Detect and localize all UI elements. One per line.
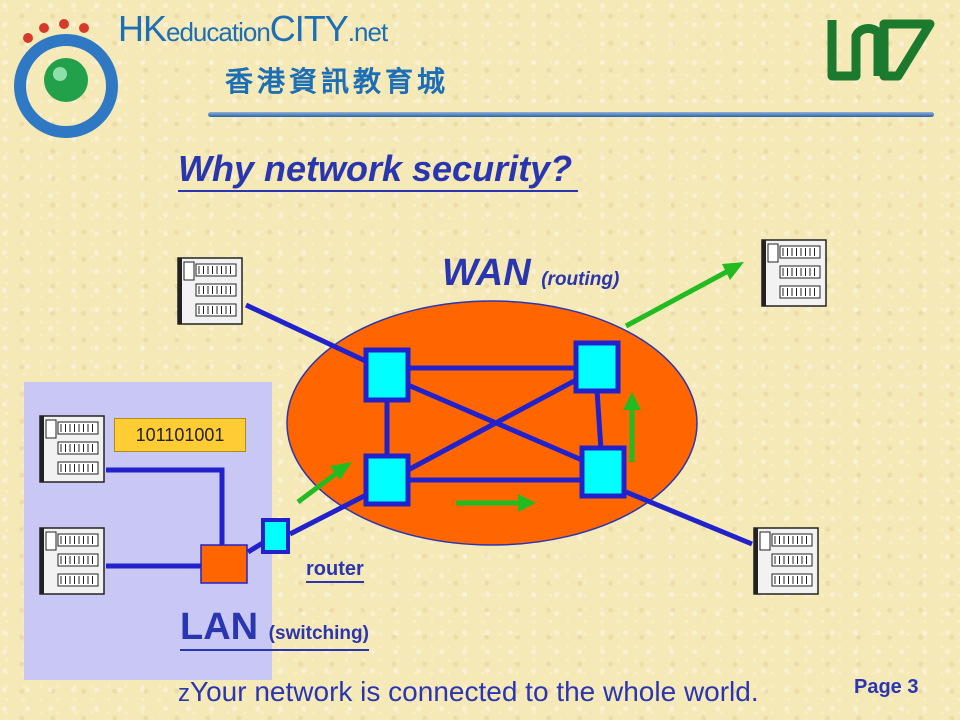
server-icon-wan-topright	[761, 239, 827, 307]
lan-label: LAN (switching)	[180, 606, 369, 651]
wan-label: WAN (routing)	[442, 252, 620, 294]
data-packet-label: 101101001	[114, 418, 246, 452]
bullet-text: Your network is connected to the whole w…	[190, 676, 759, 707]
server-icon-lan-bottom	[39, 527, 105, 595]
brand-name-chinese: 香港資訊教育城	[225, 66, 450, 97]
link-server-bottomright	[625, 489, 753, 547]
hkedcity-logo-icon	[14, 19, 118, 138]
traffic-arrow-to-wan	[296, 462, 352, 504]
server-icon-wan-topleft	[177, 257, 243, 325]
wan-router-node-3	[363, 453, 411, 507]
lan-switch	[200, 544, 248, 584]
edge-router-node	[261, 518, 290, 554]
wan-link-4	[594, 389, 604, 451]
wan-link-6	[406, 377, 578, 473]
slide-title: Why network security?	[178, 148, 579, 192]
bullet-point: zYour network is connected to the whole …	[178, 676, 759, 708]
wan-router-node-2	[573, 340, 621, 394]
link-server-topleft	[244, 302, 374, 367]
link-router-to-wan	[288, 489, 374, 537]
header-divider	[208, 112, 934, 117]
open-book-icon	[827, 19, 935, 81]
server-icon-wan-bottomright	[753, 527, 819, 595]
traffic-arrow-upward	[623, 392, 641, 462]
traffic-arrow-to-internet	[624, 262, 744, 329]
wan-router-node-1	[363, 347, 411, 403]
router-label: router	[306, 558, 364, 583]
server-icon-lan-top	[39, 415, 105, 483]
page-number: Page 3	[854, 676, 919, 698]
bullet-mark: z	[178, 680, 190, 707]
lan-link-top	[106, 467, 225, 548]
traffic-arrow-inside-wan	[456, 494, 536, 512]
brand-name: HKeducationCITY.net	[118, 8, 388, 49]
wan-router-node-4	[579, 445, 627, 499]
